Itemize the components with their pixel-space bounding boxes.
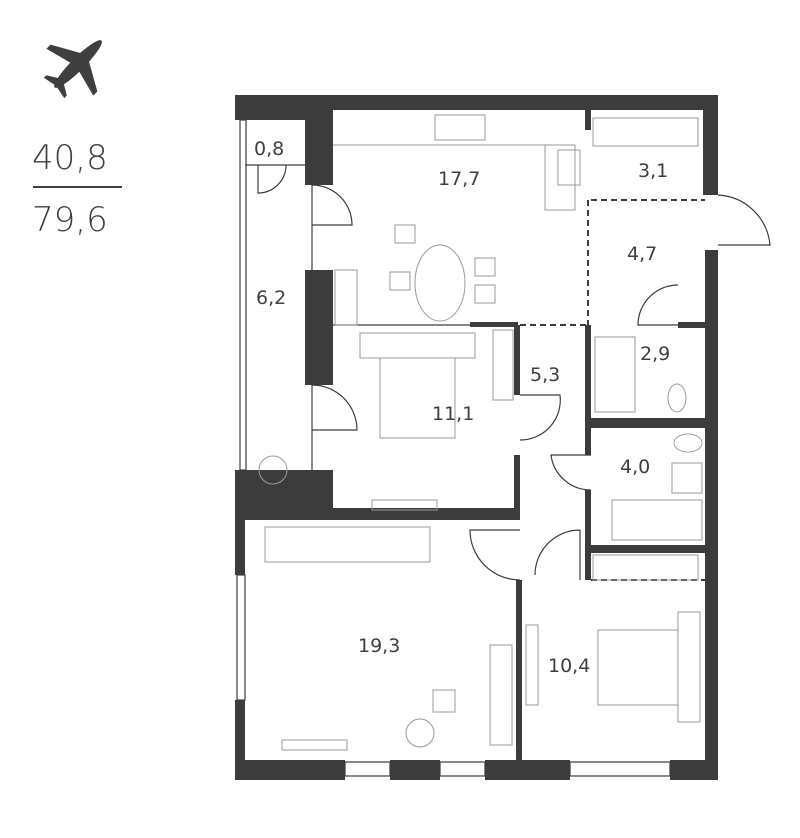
room-area-bedroom-2: 10,4 (548, 655, 590, 677)
total-area-value: 79,6 (32, 200, 108, 240)
room-area-loggia: 6,2 (256, 287, 286, 309)
room-labels: 0,8 17,7 3,1 4,7 6,2 5,3 2,9 11,1 4,0 19… (254, 138, 670, 677)
room-area-hall: 4,7 (627, 243, 657, 265)
room-area-bathroom-small: 2,9 (640, 343, 670, 365)
room-area-bathroom: 4,0 (620, 456, 650, 478)
fraction-divider (33, 186, 122, 188)
room-area-corridor: 5,3 (530, 364, 560, 386)
walls (235, 95, 718, 780)
room-area-living-room: 19,3 (358, 635, 400, 657)
room-area-storage: 3,1 (638, 160, 668, 182)
airplane-icon (43, 40, 102, 99)
room-area-bedroom-1: 11,1 (432, 403, 474, 425)
room-area-kitchen: 17,7 (438, 168, 480, 190)
furniture (258, 114, 703, 751)
living-area-value: 40,8 (32, 138, 108, 178)
room-area-wardrobe: 0,8 (254, 138, 284, 160)
thin-lines (236, 119, 771, 777)
